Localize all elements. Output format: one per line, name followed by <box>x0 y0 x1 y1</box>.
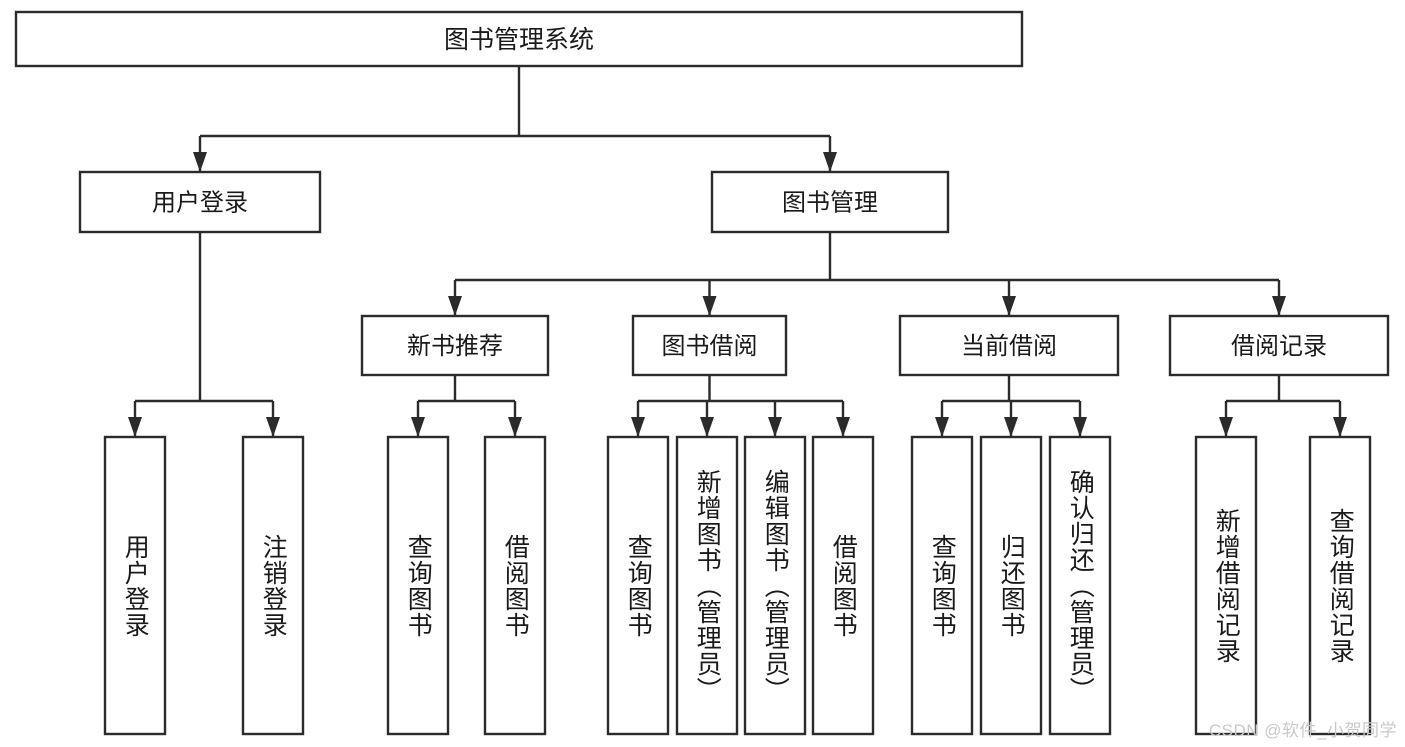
node-box-current-borrow[interactable] <box>898 314 1120 377</box>
node-box-book-borrow[interactable] <box>631 314 788 377</box>
arrow-head-icon <box>1219 417 1233 437</box>
node-label-root: 图书管理系统 <box>444 26 594 54</box>
node-label-borrow-record: 借阅记录 <box>1231 333 1327 360</box>
arrow-head-icon <box>836 417 850 437</box>
arrow-head-icon <box>193 152 207 172</box>
arrow-head-icon <box>631 417 645 437</box>
node-box-leaf-query-book-1[interactable] <box>386 435 450 736</box>
node-box-root[interactable] <box>14 10 1024 68</box>
arrow-head-icon <box>935 417 949 437</box>
node-box-borrow-record[interactable] <box>1168 314 1390 377</box>
node-box-leaf-confirm-return[interactable] <box>1048 435 1112 736</box>
arrow-head-icon <box>448 296 462 316</box>
node-box-leaf-edit-book[interactable] <box>743 435 807 736</box>
node-box-leaf-borrow-book-1[interactable] <box>483 435 547 736</box>
arrow-head-icon <box>768 417 782 437</box>
arrow-head-icon <box>823 152 837 172</box>
arrow-head-icon <box>1272 296 1286 316</box>
node-label-current-borrow: 当前借阅 <box>961 333 1057 360</box>
node-label-user-login: 用户登录 <box>152 190 248 217</box>
arrow-head-icon <box>702 296 717 316</box>
node-box-user-login[interactable] <box>78 170 322 234</box>
boxes-layer <box>14 10 1390 736</box>
arrow-head-icon <box>1004 417 1018 437</box>
node-box-leaf-logout[interactable] <box>241 435 305 736</box>
arrow-head-icon <box>700 417 714 437</box>
watermark-label: CSDN @软件_小贺同学 <box>1208 721 1397 740</box>
node-box-new-book-recommend[interactable] <box>360 314 550 377</box>
arrow-head-icon <box>508 417 522 437</box>
node-label-book-manage: 图书管理 <box>782 190 878 217</box>
node-label-book-borrow: 图书借阅 <box>662 333 758 360</box>
node-box-leaf-query-book-2[interactable] <box>606 435 670 736</box>
arrow-head-icon <box>1073 417 1087 437</box>
node-box-leaf-borrow-book-2[interactable] <box>811 435 875 736</box>
node-box-leaf-return-book[interactable] <box>979 435 1043 736</box>
arrow-head-icon <box>411 417 425 437</box>
node-box-leaf-add-book[interactable] <box>675 435 739 736</box>
node-box-leaf-query-book-3[interactable] <box>910 435 974 736</box>
node-box-leaf-user-login[interactable] <box>103 435 167 736</box>
node-box-leaf-add-record[interactable] <box>1194 435 1258 736</box>
edges-layer <box>128 66 1347 437</box>
node-label-new-book-recommend: 新书推荐 <box>407 333 503 360</box>
arrow-head-icon <box>1002 296 1016 316</box>
node-box-leaf-query-record[interactable] <box>1308 435 1372 736</box>
arrow-head-icon <box>266 417 280 437</box>
arrow-head-icon <box>1333 417 1347 437</box>
arrow-head-icon <box>128 417 142 437</box>
node-box-book-manage[interactable] <box>710 170 950 234</box>
